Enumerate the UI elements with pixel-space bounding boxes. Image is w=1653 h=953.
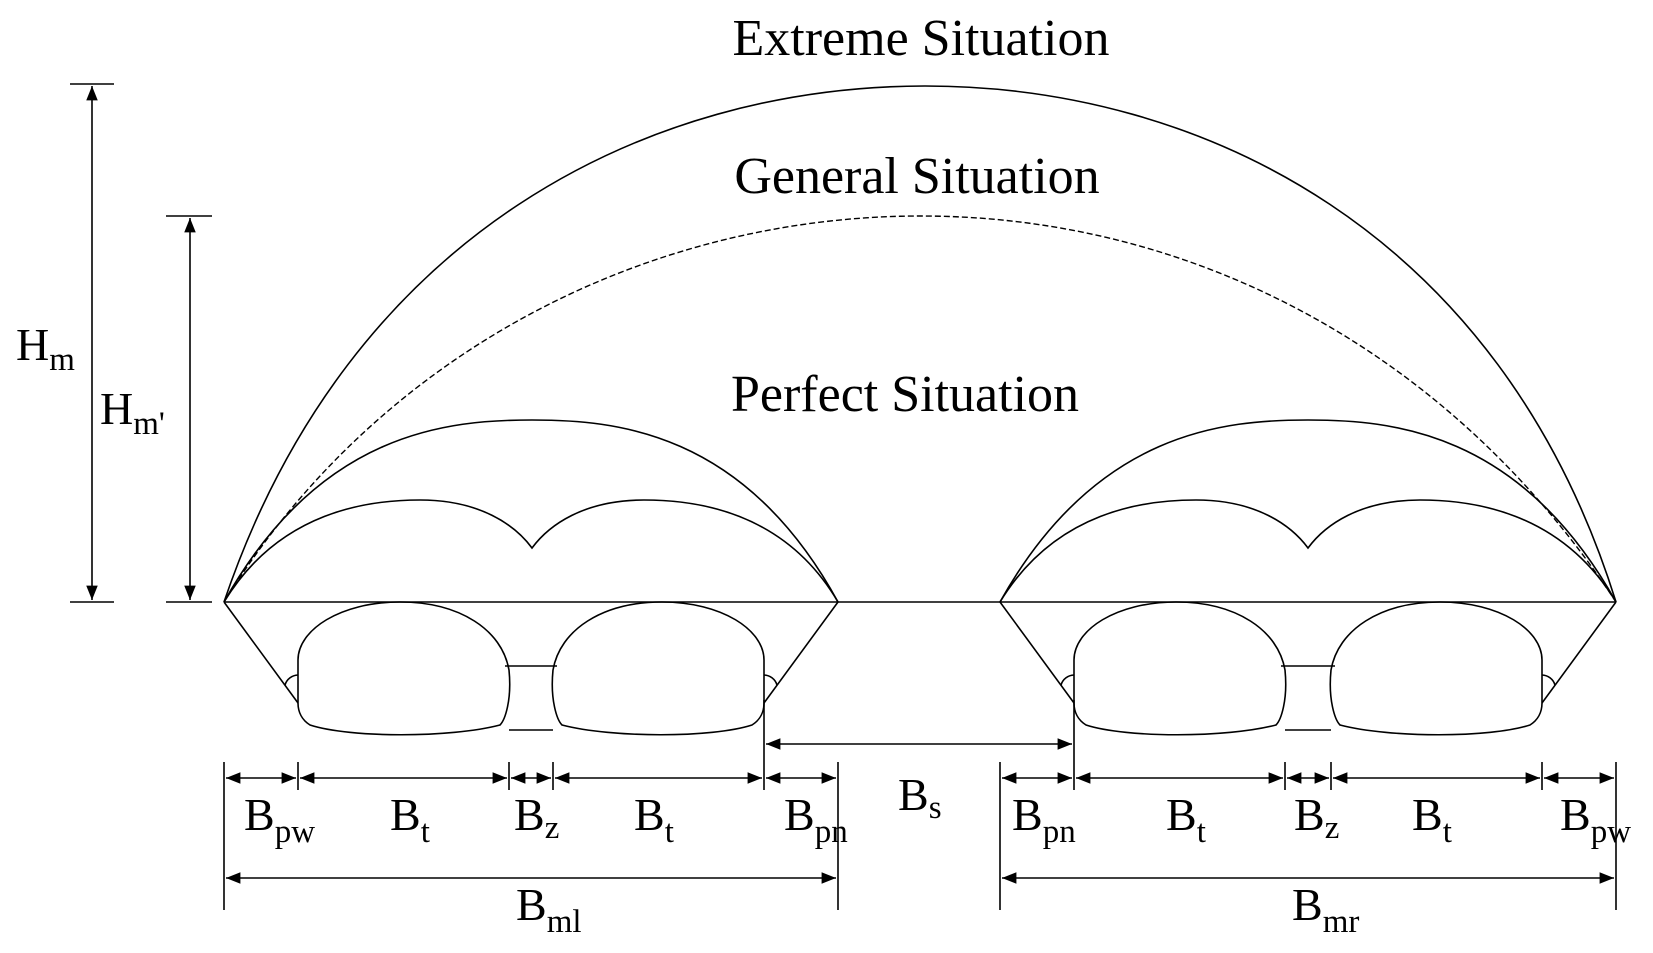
right-inner-angle (1060, 674, 1075, 686)
left-cross-passage (505, 665, 557, 731)
right-dimension-chain (999, 762, 1617, 910)
bmr-label: Bmr (1292, 879, 1359, 940)
left-outer-slope (223, 601, 299, 704)
right-cross-passage (1281, 665, 1335, 731)
left-double-arch (223, 499, 839, 603)
bs-label: Bs (898, 769, 942, 826)
right-outer-angle (1541, 674, 1556, 686)
left-tunnel-2 (551, 601, 765, 736)
hm-label: Hm (16, 319, 75, 378)
right-tunnel-1 (1073, 601, 1287, 736)
perfect-situation-label: Perfect Situation (731, 366, 1079, 423)
left-bpw-label: Bpw (244, 789, 315, 850)
left-outer-angle (284, 674, 299, 686)
right-bt2-label: Bt (1412, 789, 1452, 850)
right-outer-slope (1541, 601, 1617, 704)
right-tunnel-2 (1329, 601, 1543, 736)
right-bpn-label: Bpn (1012, 789, 1076, 850)
general-arch (223, 215, 1617, 603)
extreme-situation-label: Extreme Situation (733, 10, 1110, 67)
left-bt1-label: Bt (390, 789, 430, 850)
right-perfect-arch (999, 419, 1617, 603)
bml-label: Bml (516, 879, 582, 940)
left-bz-label: Bz (514, 789, 559, 846)
left-inner-slope (763, 601, 839, 704)
right-bpw-label: Bpw (1560, 789, 1631, 850)
left-bpn-label: Bpn (784, 789, 848, 850)
general-situation-label: General Situation (734, 148, 1099, 205)
right-inner-slope (999, 601, 1075, 704)
hm-prime-label: Hm' (100, 383, 165, 442)
left-tunnel-1 (297, 601, 511, 736)
left-inner-angle (763, 674, 778, 686)
right-bt1-label: Bt (1166, 789, 1206, 850)
right-double-arch (999, 499, 1617, 603)
extreme-arch (223, 85, 1617, 603)
right-bz-label: Bz (1294, 789, 1339, 846)
left-perfect-arch (223, 419, 839, 603)
left-bt2-label: Bt (634, 789, 674, 850)
left-dimension-chain (223, 700, 839, 910)
